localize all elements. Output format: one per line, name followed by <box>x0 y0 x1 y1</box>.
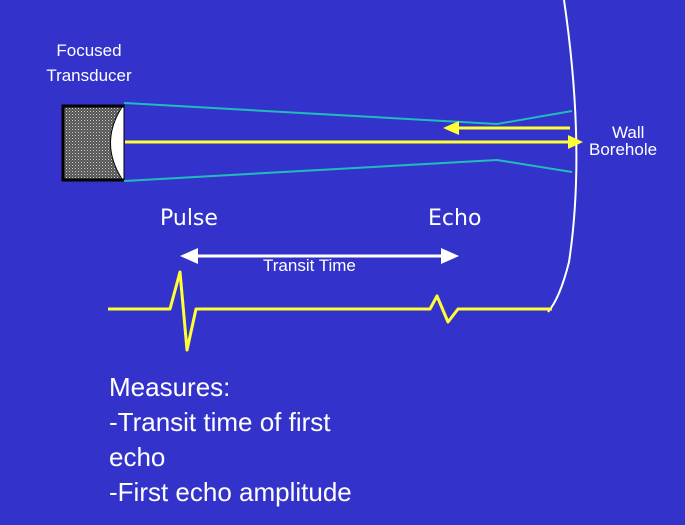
transducer-lens <box>110 106 125 180</box>
echo-arrowhead <box>443 121 459 135</box>
pulse-label: Pulse <box>160 206 218 231</box>
measures-item-transit-time: -Transit time of first <box>109 407 331 437</box>
borehole-wall <box>547 0 578 313</box>
echo-label: Echo <box>428 206 482 231</box>
transit-time-arrowhead-left <box>180 248 198 264</box>
beam-lower-edge <box>123 158 573 182</box>
outgoing-arrowhead <box>568 135 583 149</box>
transducer-label: Focused Transducer <box>33 38 145 88</box>
waveform-trace <box>108 270 552 352</box>
borehole-label: Borehole <box>589 140 658 159</box>
transit-time-label: Transit Time <box>263 256 356 275</box>
transducer-label-line2: Transducer <box>46 66 132 85</box>
transit-time-arrowhead-right <box>441 248 459 264</box>
measures-item-amplitude: -First echo amplitude <box>109 477 352 507</box>
measures-heading: Measures: <box>109 372 231 402</box>
wall-label: Wall <box>612 123 645 142</box>
measures-item-transit-time-cont: echo <box>109 442 166 472</box>
measures-list: Measures: -Transit time of first echo -F… <box>109 370 352 510</box>
beam-upper-edge <box>123 102 573 126</box>
transducer-label-line1: Focused <box>56 41 122 60</box>
